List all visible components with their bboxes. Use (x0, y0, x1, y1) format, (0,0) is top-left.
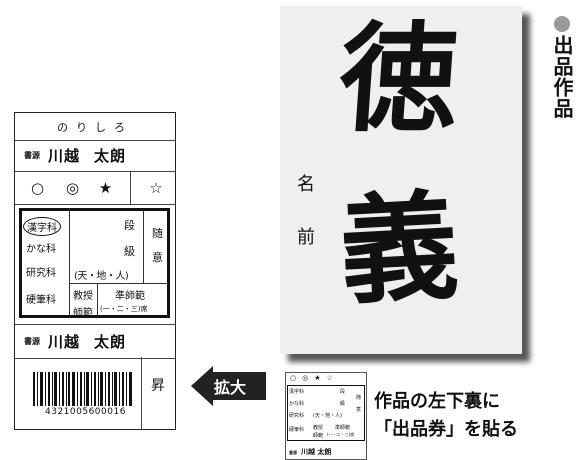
barcode-number: 4321005600016 (45, 407, 126, 417)
calligraphy-char-2: 義 (336, 176, 462, 321)
jun-shihan-sub-label: (一・二・三)席 (100, 305, 148, 313)
mini-cat-research: 研究科 (289, 413, 305, 419)
ten-chi-jin-label: (天・地・人) (74, 271, 129, 282)
caption-line-2: 「出品券」を貼る (374, 419, 518, 440)
glue-margin-label: のりしろ (15, 113, 175, 141)
mini-marks: ○◎★☆ (290, 374, 339, 382)
divider (141, 357, 142, 429)
shogen-tag: 書源 (24, 337, 40, 346)
name-label-1: 名 (297, 174, 315, 195)
ticket-name-row-2: 書源 川越太朗 (15, 324, 175, 359)
kyu-label: 級 (124, 245, 135, 258)
mini-shihan: 師範 (313, 433, 324, 439)
category-pen: 硬筆科 (26, 295, 56, 306)
arrow-left-icon (191, 366, 266, 406)
promotion-label: 昇 (151, 378, 165, 394)
ticket-name: 川越太朗 (48, 333, 127, 351)
mini-jun: 準師範 (335, 425, 351, 431)
shihan-label: 師範 (73, 308, 93, 319)
bullet-dot-icon (554, 16, 570, 32)
name-label-2: 前 (297, 227, 315, 248)
barcode-image (33, 372, 132, 406)
dan-label: 段 (124, 219, 135, 232)
mini-kyoju: 教授 (313, 425, 324, 431)
divider (97, 283, 98, 315)
caption: 作品の左下裏に 「出品券」を貼る (374, 388, 518, 444)
mini-cat-kana: かな科 (289, 401, 305, 407)
category-research: 研究科 (26, 268, 56, 279)
barcode-area: 4321005600016 昇 (15, 357, 175, 429)
grade-marks-row: ○ ◎ ★ ☆ (15, 171, 175, 205)
enlarge-label: 拡大 (214, 378, 247, 397)
shogen-tag: 書源 (24, 151, 40, 160)
divider (69, 283, 167, 284)
mini-category-grid: 漢字科 かな科 研究科 硬筆科 段 級 (天・地・人) 随 意 教授 師範 準師… (287, 385, 365, 441)
mini-zui: 随 (356, 395, 362, 401)
category-grid: 漢字科 かな科 研究科 硬筆科 段 級 (天・地・人) 随 意 教授 師範 準師… (19, 208, 170, 319)
mini-tci: (天・地・人) (313, 413, 342, 419)
divider (143, 211, 144, 283)
category-kanji: 漢字科 (23, 217, 61, 236)
section-heading: 出品作品 (548, 16, 576, 119)
entry-ticket-enlarged: のりしろ 書源 川越太朗 ○ ◎ ★ ☆ 漢字科 かな科 研究科 硬筆科 段 級… (14, 112, 176, 430)
entry-ticket-small: ○◎★☆ 漢字科 かな科 研究科 硬筆科 段 級 (天・地・人) 随 意 教授 … (285, 372, 367, 460)
mark-white-star: ☆ (149, 178, 163, 197)
kyoju-label: 教授 (73, 291, 93, 302)
ticket-name: 川越太朗 (48, 147, 127, 165)
jun-shihan-label: 準師範 (115, 291, 145, 302)
mark-black-star: ★ (98, 178, 113, 197)
mini-i: 意 (356, 407, 362, 413)
divider (130, 171, 131, 204)
caption-line-1: 作品の左下裏に (374, 391, 500, 412)
mark-circle: ○ (30, 178, 45, 197)
artwork-paper (280, 6, 522, 354)
mark-double-circle: ◎ (65, 178, 80, 197)
i-label: 意 (152, 251, 163, 264)
mini-kyu: 級 (340, 401, 346, 407)
category-kana: かな科 (26, 244, 56, 255)
heading-text: 出品作品 (550, 35, 574, 119)
mini-cat-kanji: 漢字科 (289, 389, 305, 395)
calligraphy-char-1: 徳 (335, 9, 463, 148)
ticket-name-row: 書源 川越太朗 (15, 140, 175, 172)
mini-dan: 段 (340, 389, 346, 395)
zui-label: 随 (152, 227, 163, 240)
divider (69, 211, 70, 315)
mini-name: 書源川越 太朗 (289, 448, 332, 456)
mini-jun-sub: (一・二・三)席 (327, 432, 355, 437)
mini-cat-pen: 硬筆科 (289, 427, 305, 433)
